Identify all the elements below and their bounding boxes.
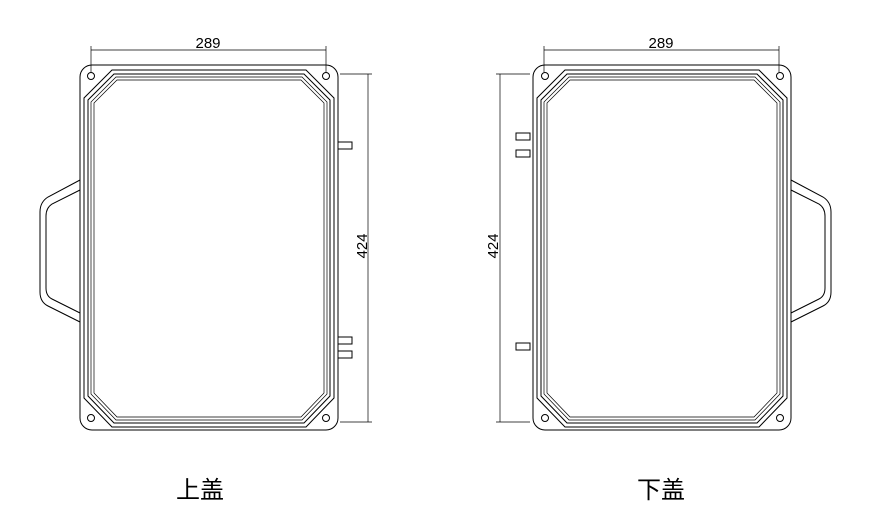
- lower-cover-hinges: [515, 132, 531, 351]
- lower-width-dimension: 289: [543, 35, 780, 72]
- lower-cover-caption: 下盖: [637, 476, 685, 504]
- upper-width-label: 289: [195, 35, 220, 52]
- upper-cover-hinges: [337, 141, 353, 359]
- upper-cover-drawing: 289 424: [39, 35, 372, 431]
- upper-height-label: 424: [354, 233, 371, 258]
- upper-cover-caption: 上盖: [176, 476, 224, 504]
- lower-width-label: 289: [648, 35, 673, 52]
- lower-cover-drawing: 289 424: [485, 35, 832, 431]
- lower-height-dimension: 424: [485, 73, 530, 423]
- upper-width-dimension: 289: [90, 35, 327, 72]
- upper-cover-body: [39, 64, 339, 431]
- lower-cover-body: [532, 64, 832, 431]
- upper-height-dimension: 424: [340, 73, 372, 423]
- lower-height-label: 424: [485, 233, 502, 258]
